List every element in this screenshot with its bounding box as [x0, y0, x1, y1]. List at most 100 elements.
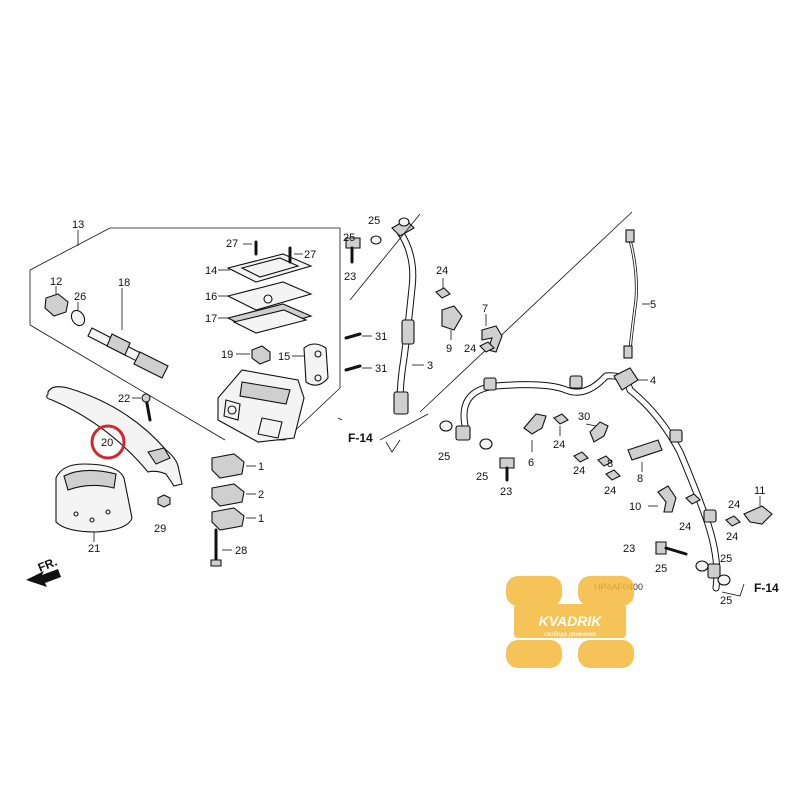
callout-14: 14 [205, 265, 217, 277]
part-28-bolt [210, 528, 232, 567]
callout-6: 6 [528, 457, 534, 469]
part-10-clamp [648, 485, 677, 513]
callout-11: 11 [754, 485, 765, 497]
highlight-circle-part-20 [90, 424, 126, 460]
part-24-bolts-right [685, 493, 741, 527]
callout-1-lower: 1 [258, 513, 264, 525]
part-18-piston-kit [87, 288, 169, 379]
part-21-cover [55, 463, 133, 542]
part-31-bolts [344, 332, 372, 372]
callout-31-upper: 31 [375, 331, 387, 343]
callout-28: 28 [235, 545, 247, 557]
callout-24-mid-right: 24 [604, 485, 616, 497]
part-23-bolt-upper [345, 237, 361, 264]
part-11-clamp [743, 496, 773, 525]
callout-25-lower-right: 25 [720, 553, 732, 565]
callout-16: 16 [205, 291, 217, 303]
part-24-bolt-a [435, 278, 451, 299]
part-29-nut [157, 494, 171, 508]
callout-8-right: 8 [637, 473, 643, 485]
callout-20: 20 [101, 437, 113, 449]
part-3-brake-hose [391, 219, 424, 415]
callout-31-lower: 31 [375, 363, 387, 375]
callout-5: 5 [650, 299, 656, 311]
kvadrik-watermark-logo: KVADRIK свобода движения [506, 576, 634, 668]
callout-2: 2 [258, 489, 264, 501]
part-17-diaphragm [218, 303, 313, 334]
watermark-brand: KVADRIK [539, 613, 603, 629]
callout-8-left: 8 [607, 458, 613, 470]
right-reference-arrow [721, 583, 745, 597]
part-4-brake-hose-lower [455, 367, 721, 592]
callout-21: 21 [88, 543, 100, 555]
part-8-fitting [627, 439, 663, 472]
master-cylinder-body [217, 369, 305, 443]
callout-24-near-10: 24 [679, 521, 691, 533]
callout-12: 12 [50, 276, 62, 288]
callout-24-right: 24 [728, 499, 740, 511]
front-arrow-icon [26, 569, 61, 587]
ref-f14-left: F-14 [348, 431, 373, 445]
part-22-pivot-bolt [132, 393, 152, 422]
part-9-clamp [441, 305, 463, 340]
assembly-boundary-lines [337, 211, 633, 453]
callout-25-top: 25 [368, 215, 380, 227]
callout-23-lower: 23 [623, 543, 635, 555]
callout-26: 26 [74, 291, 86, 303]
callout-29: 29 [154, 523, 166, 535]
part-19-fitting [236, 345, 271, 365]
callout-30: 30 [578, 411, 590, 423]
tire-icon-top [506, 576, 634, 606]
part-1-switch-upper [211, 453, 256, 479]
front-label: FR. [36, 555, 59, 575]
tire-icon-bottom [506, 640, 634, 668]
callout-7: 7 [482, 303, 488, 315]
watermark-tagline: свобода движения [544, 632, 596, 638]
part-12-cap [44, 286, 69, 317]
part-6-clamp [523, 413, 547, 452]
part-25-washers-lower [439, 420, 731, 586]
part-1-switch-lower [211, 507, 256, 531]
callout-25-bottom: 25 [720, 595, 732, 607]
part-5-brake-pipe [623, 229, 650, 359]
callout-23-mid: 23 [500, 486, 512, 498]
callout-25-upper-left: 25 [343, 232, 355, 244]
callout-17: 17 [205, 313, 217, 325]
part-25-washer-upper [370, 217, 410, 245]
callout-25-mid: 25 [476, 471, 488, 483]
callout-19: 19 [221, 349, 233, 361]
callout-24-near-7: 24 [464, 343, 476, 355]
part-27-screws [243, 240, 303, 264]
callout-13: 13 [72, 219, 84, 231]
part-24-bolt-b [479, 341, 495, 353]
part-7-clamp [481, 314, 503, 353]
master-cylinder-group-outline [29, 227, 341, 441]
part-15-holder [292, 343, 329, 386]
callout-24-top: 24 [436, 265, 448, 277]
part-2-switch [211, 483, 256, 507]
callout-4: 4 [650, 375, 656, 387]
ref-f14-right: F-14 [754, 581, 779, 595]
callout-9: 9 [446, 343, 452, 355]
part-30-clamp [585, 421, 609, 443]
callout-25-lower-left: 25 [655, 563, 667, 575]
callout-24-mid-left: 24 [573, 465, 585, 477]
callout-25-left: 25 [438, 451, 450, 463]
callout-22: 22 [118, 393, 130, 405]
part-26-seal [70, 302, 86, 327]
callout-3: 3 [427, 360, 433, 372]
callout-24-far-right: 24 [726, 531, 738, 543]
part-14-reservoir-cap [218, 253, 313, 283]
callout-23-upper: 23 [344, 271, 356, 283]
part-23-bolt-lower [499, 457, 688, 556]
part-24-bolts-middle [573, 451, 621, 481]
part-16-plate [218, 281, 313, 311]
callout-27-right: 27 [304, 249, 316, 261]
callout-labels: 13 12 26 18 27 27 14 16 17 19 15 22 20 2… [36, 215, 779, 607]
callout-24-near-6: 24 [553, 439, 565, 451]
callout-10: 10 [629, 501, 641, 513]
callout-15: 15 [278, 351, 290, 363]
callout-1-upper: 1 [258, 461, 264, 473]
part-20-brake-lever [46, 386, 183, 487]
